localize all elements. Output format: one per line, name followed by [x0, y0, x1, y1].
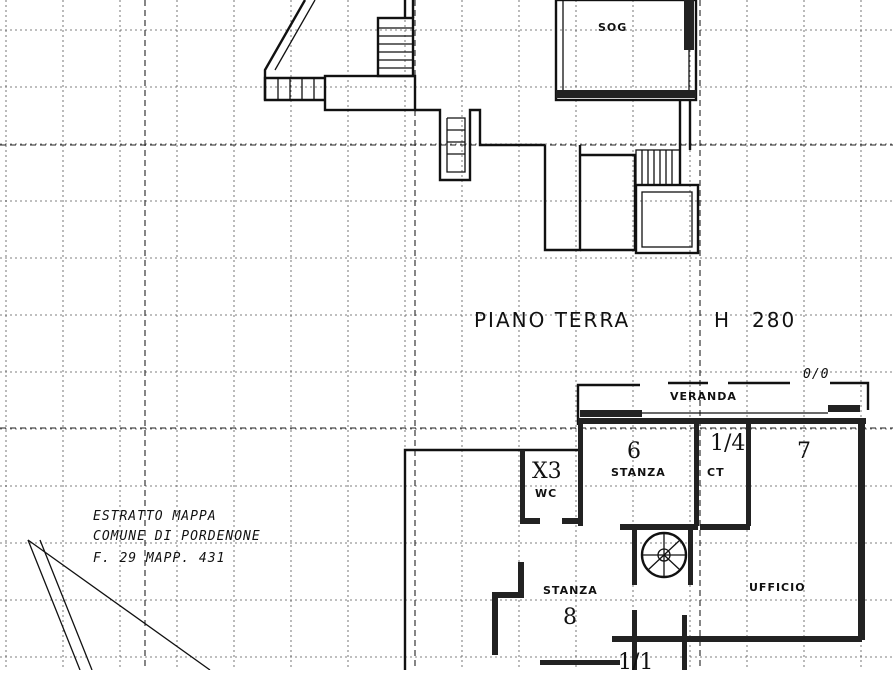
room-number-8: 8 [563, 605, 577, 630]
room-label-veranda: VERANDA [670, 390, 737, 403]
stair-steps-annex [635, 149, 681, 186]
room-label-stanza-8: STANZA [543, 584, 598, 597]
lower-building-outline [403, 381, 870, 670]
stair-steps-top [378, 27, 413, 69]
plan-height-label: H [714, 308, 731, 332]
spiral-stair-treads [642, 533, 686, 577]
room-label-wc: WC [535, 487, 557, 500]
room-number-bottom: 1/1 [618, 650, 653, 670]
legend-line-3: F. 29 MAPP. 431 [93, 551, 225, 566]
upper-building-outline [263, 0, 700, 255]
room-label-sog: SOG [598, 21, 627, 34]
room-number-ct: 1/4 [710, 431, 745, 456]
level-note: 0/0 [803, 367, 829, 382]
room-number-wc: X3 [532, 459, 562, 484]
room-label-ufficio: UFFICIO [749, 581, 806, 594]
room-number-6: 6 [627, 439, 641, 464]
legend-line-1: ESTRATTO MAPPA [93, 509, 217, 524]
parcel-boundary-lines [27, 539, 211, 671]
room-label-ct: CT [707, 466, 725, 479]
plan-height-value: 280 [752, 308, 796, 332]
room-number-7: 7 [797, 439, 811, 464]
room-label-stanza-6: STANZA [611, 466, 666, 479]
plan-title: PIANO TERRA [474, 308, 630, 332]
legend-line-2: COMUNE DI PORDENONE [93, 529, 261, 544]
